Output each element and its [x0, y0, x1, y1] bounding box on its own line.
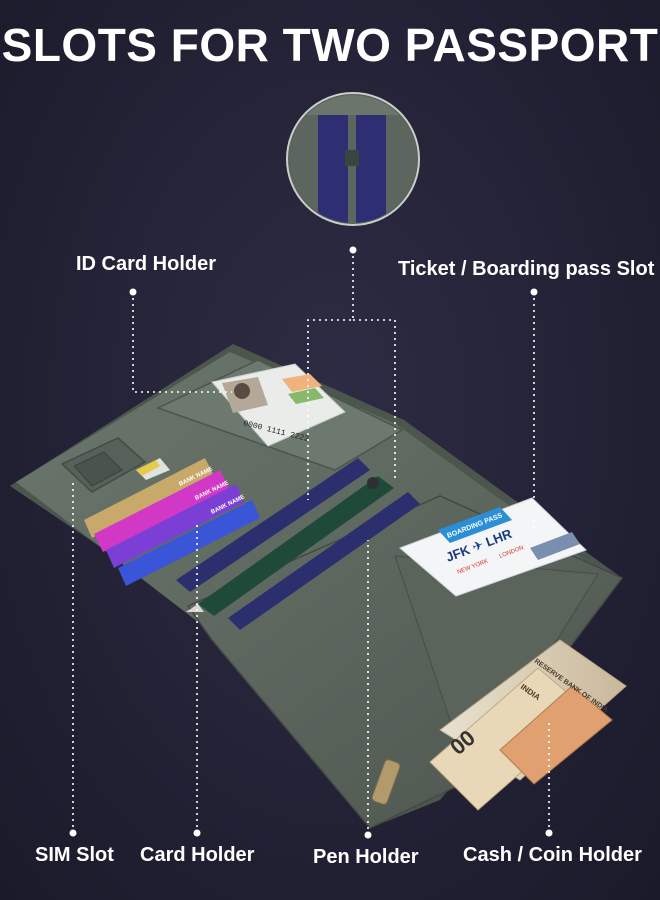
cash-bundle: RESERVE BANK OF INDIA INDIA 00 [429, 639, 627, 811]
callout-lines [72, 250, 550, 835]
wallet: 0000 1111 2222 BANK NAME BANK NAME BANK … [10, 344, 627, 829]
zipper-pull [371, 759, 401, 805]
headline: SLOTS FOR TWO PASSPORT [1, 19, 659, 71]
card-blue [118, 500, 260, 586]
label-id-card-holder: ID Card Holder [76, 253, 217, 275]
pen-sleeve-blue-1 [176, 458, 370, 592]
pen-sleeve-blue-2 [228, 492, 420, 630]
pen-tip [186, 604, 204, 612]
card-purple [106, 484, 244, 568]
card-stack: BANK NAME BANK NAME BANK NAME [84, 458, 260, 586]
sim-slot [60, 437, 170, 493]
label-card-holder: Card Holder [140, 844, 255, 866]
pen-holder [176, 458, 420, 630]
passport-slot-left [318, 95, 348, 223]
label-pen-holder: Pen Holder [313, 846, 419, 868]
card-gold [84, 458, 214, 538]
label-ticket-slot: Ticket / Boarding pass Slot [398, 258, 655, 280]
label-sim-slot: SIM Slot [35, 844, 114, 866]
pen-green [198, 476, 394, 616]
label-cash-coin-holder: Cash / Coin Holder [463, 844, 642, 866]
boarding-pass: BOARDING PASS JFK ✈ LHR NEW YORK LONDON [399, 497, 587, 597]
callout-dots [69, 246, 553, 839]
callout-passport-left [307, 250, 354, 500]
callout-passport-right [353, 319, 396, 480]
passport-slot-zoom-inset [286, 92, 420, 226]
card-magenta [94, 470, 229, 552]
passport-slot-right [356, 95, 386, 223]
